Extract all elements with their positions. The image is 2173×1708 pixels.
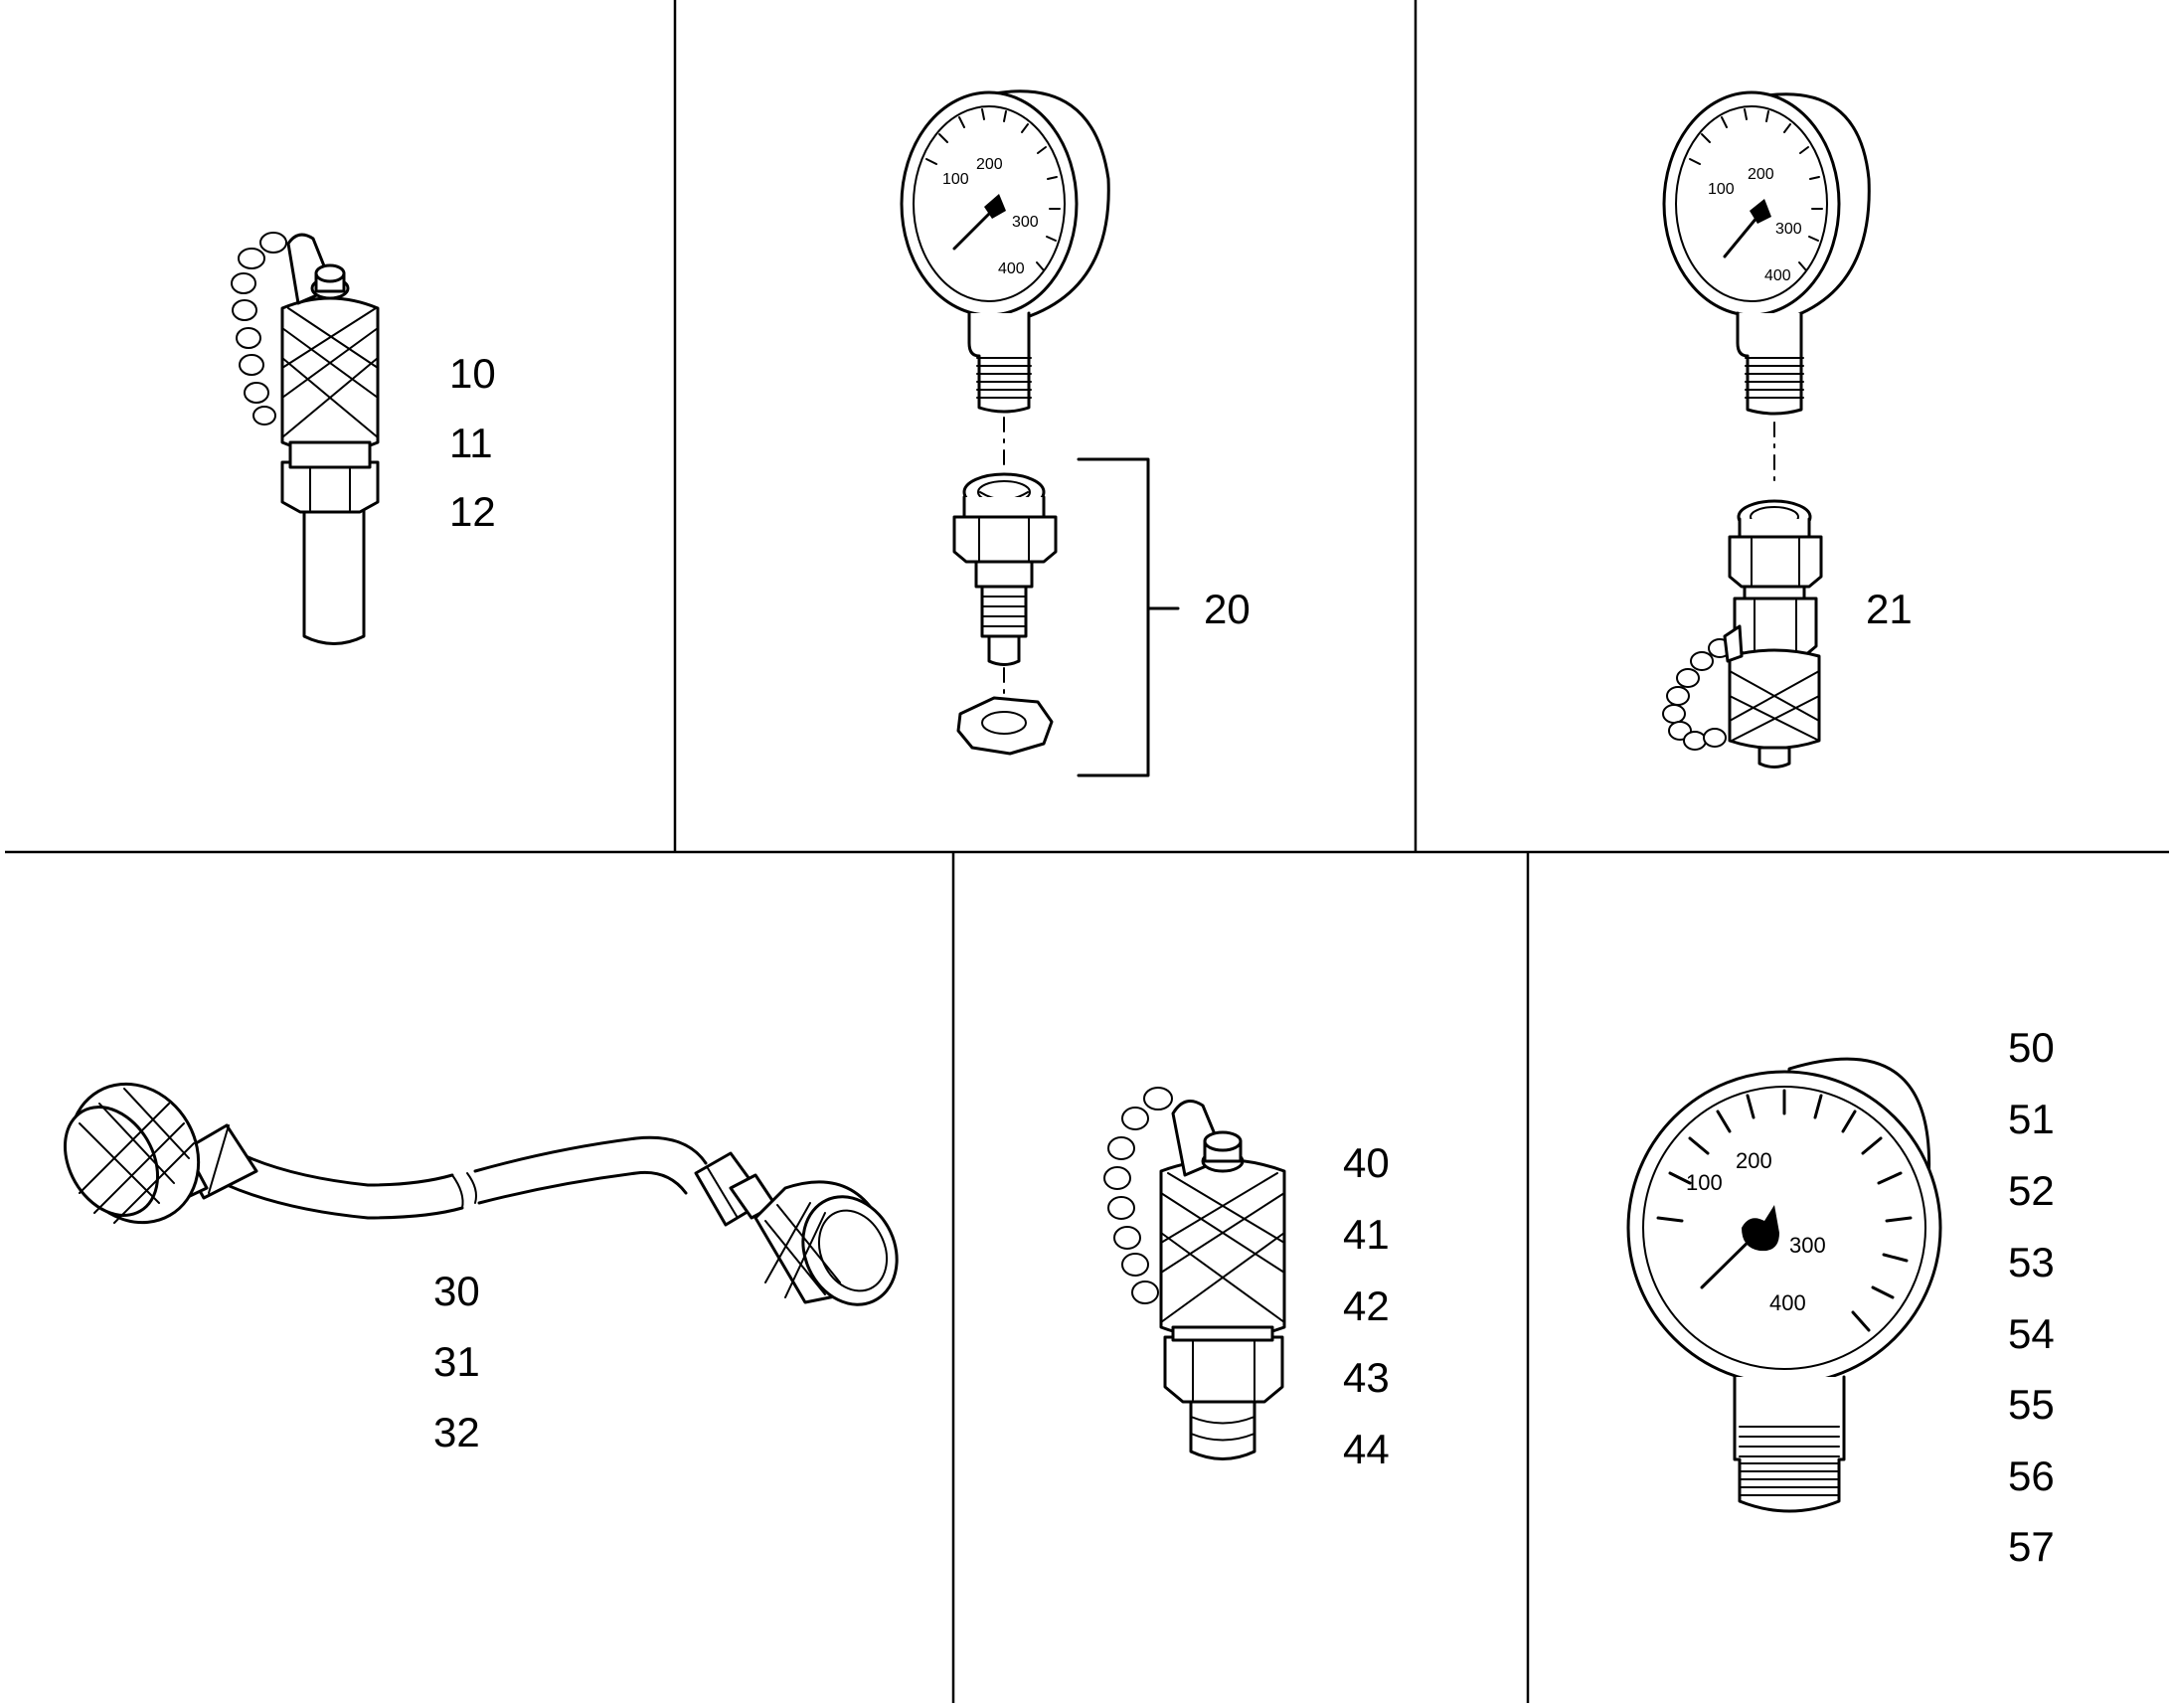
gauge-scale-100: 100 <box>1708 181 1735 198</box>
callout-20: 20 <box>1204 586 1251 632</box>
callout-41: 41 <box>1343 1211 1390 1258</box>
gauge-scale-200: 200 <box>1748 166 1774 183</box>
coupling-with-cap-drawing <box>231 232 380 645</box>
callout-11: 11 <box>449 420 493 466</box>
callout-21: 21 <box>1866 586 1913 632</box>
panel-dividers <box>5 0 2169 1703</box>
gauge-with-adapter-drawing: 100 200 300 400 <box>900 89 1180 777</box>
callout-57: 57 <box>2008 1523 2055 1570</box>
callout-40: 40 <box>1343 1139 1390 1186</box>
callout-32: 32 <box>433 1409 480 1455</box>
callout-52: 52 <box>2008 1167 2055 1214</box>
gauge-scale-300: 300 <box>1012 214 1039 231</box>
cap-chain <box>231 232 287 426</box>
gauge-scale-100: 100 <box>1686 1170 1723 1195</box>
callout-53: 53 <box>2008 1239 2055 1285</box>
gauge-scale-100: 100 <box>942 171 969 188</box>
gauge-scale-400: 400 <box>998 260 1025 277</box>
callout-43: 43 <box>1343 1354 1390 1401</box>
gauge-scale-300: 300 <box>1789 1233 1826 1258</box>
gauge-scale-400: 400 <box>1764 267 1791 284</box>
gauge-ticks <box>925 108 1061 271</box>
hose-assembly-drawing <box>63 1082 899 1306</box>
callout-55: 55 <box>2008 1381 2055 1428</box>
callout-54: 54 <box>2008 1310 2055 1357</box>
gauge-scale-300: 300 <box>1775 221 1802 238</box>
callout-30: 30 <box>433 1268 480 1314</box>
gauge-scale-400: 400 <box>1769 1290 1806 1315</box>
pressure-gauge-drawing: 100 200 300 400 <box>1626 1057 1942 1513</box>
callout-44: 44 <box>1343 1426 1390 1472</box>
gauge-with-test-coupling-drawing: 100 200 300 400 <box>1662 90 1871 769</box>
callout-10: 10 <box>449 350 496 397</box>
gauge-ticks <box>1656 1089 1913 1332</box>
callout-31: 31 <box>433 1338 480 1385</box>
test-coupling-drawing <box>1103 1087 1286 1460</box>
gauge-scale-200: 200 <box>976 156 1003 173</box>
gauge-scale-200: 200 <box>1736 1148 1772 1173</box>
callout-51: 51 <box>2008 1096 2055 1142</box>
callout-56: 56 <box>2008 1452 2055 1499</box>
callout-12: 12 <box>449 488 496 535</box>
callout-42: 42 <box>1343 1282 1390 1329</box>
callout-50: 50 <box>2008 1024 2055 1071</box>
